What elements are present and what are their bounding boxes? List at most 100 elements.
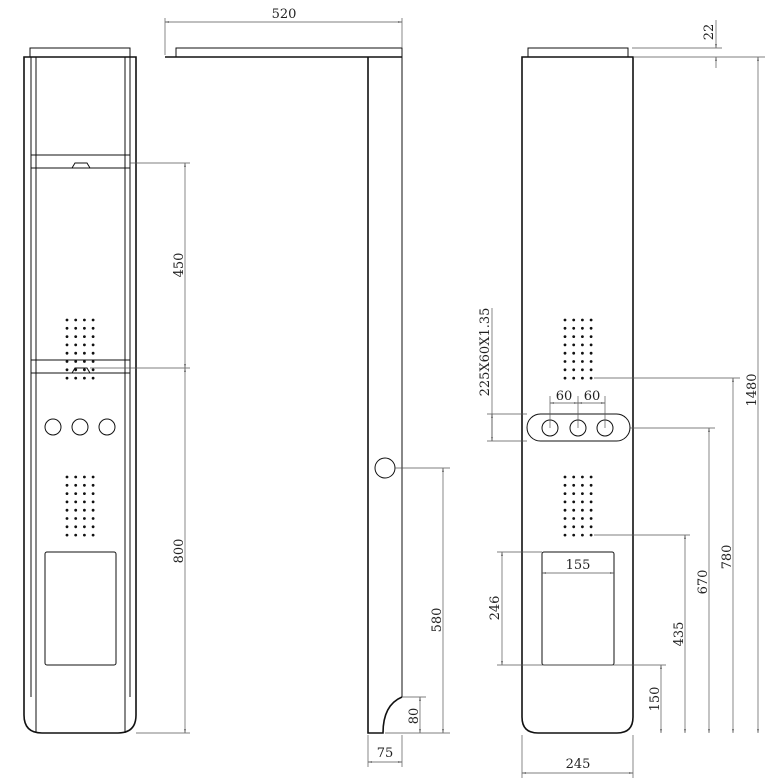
grille-hole [589,318,593,322]
grille-hole [572,483,576,487]
grille-hole [83,525,86,529]
grille-hole [581,500,584,504]
grille-hole [91,351,95,355]
middle-shelf [30,359,131,374]
grille-hole [563,492,567,495]
grille-hole [83,517,86,520]
dim-60-left: 60 [556,389,573,404]
grille-hole [91,335,95,338]
grille-hole [589,326,593,330]
grille-hole [563,508,567,512]
grille-hole [581,483,584,487]
dim-150: 150 [648,687,663,712]
grille-hole [65,376,69,380]
grille-hole [581,318,584,322]
speaker-grille-upper [65,318,95,380]
grille-hole [589,483,593,487]
grille-hole [589,335,593,338]
grille-hole [83,335,86,338]
grille-hole [563,475,567,479]
grille-hole [563,326,567,330]
grille-hole [563,483,567,487]
dim-450: 450 [172,253,187,278]
dim-780: 780 [720,545,735,570]
upper-shelf [30,154,131,169]
grille-hole [83,343,86,347]
dim-155: 155 [566,558,591,573]
grille-hole [91,533,95,537]
grille-hole [563,376,567,380]
grille-hole [563,318,567,322]
grille-hole [74,335,78,338]
grille-hole [83,376,86,380]
grille-hole [572,533,576,537]
grille-hole [74,326,78,330]
grille-hole [74,360,78,363]
grille-hole [589,508,593,512]
grille-hole [74,500,78,504]
grille-hole [572,517,576,520]
grille-hole [589,517,593,520]
grille-hole [65,483,69,487]
grille-hole [589,376,593,380]
grille-hole [65,475,69,479]
grille-hole [74,492,78,495]
grille-hole [83,326,86,330]
grille-hole [563,335,567,338]
grille-hole [581,360,584,363]
grille-hole [572,318,576,322]
grille-hole [563,351,567,355]
grille-hole [74,483,78,487]
dim-520: 520 [272,7,297,22]
grille-hole [65,360,69,363]
button-plate [526,413,631,442]
grille-hole [91,483,95,487]
grille-hole [65,492,69,495]
grille-hole [572,376,576,380]
front-screen [44,551,117,666]
grille-hole [572,326,576,330]
grille-hole [572,500,576,504]
grille-hole [589,475,593,479]
grille-hole [581,368,584,372]
grille-hole [572,525,576,529]
grille-hole [74,351,78,355]
grille-hole [572,335,576,338]
grille-hole [83,351,86,355]
grille-hole [83,483,86,487]
grille-hole [581,351,584,355]
grille-hole [91,517,95,520]
grille-hole [581,492,584,495]
grille-hole [91,475,95,479]
grille-hole [581,525,584,529]
side-view: 520 580 80 75 [164,7,450,767]
grille-hole [563,360,567,363]
button-icon [71,418,89,436]
grille-hole [74,368,78,372]
grille-hole [83,368,86,372]
grille-hole [65,368,69,372]
dim-plate-spec: 225X60X1.35 [478,308,493,397]
dim-60-right: 60 [584,389,601,404]
grille-hole [74,533,78,537]
grille-hole [563,343,567,347]
grille-hole [74,525,78,529]
grille-hole [65,351,69,355]
speaker-grille-lower [65,475,95,537]
grille-hole [581,326,584,330]
grille-hole [589,351,593,355]
grille-hole [572,351,576,355]
grille-hole [65,525,69,529]
dim-245: 245 [566,757,591,772]
grille-hole [589,533,593,537]
grille-hole [74,508,78,512]
grille-hole [65,533,69,537]
grille-hole [589,368,593,372]
grille-hole [563,525,567,529]
grille-hole [572,360,576,363]
grille-hole [65,508,69,512]
grille-hole [65,335,69,338]
grille-hole [91,326,95,330]
grille-hole [65,343,69,347]
